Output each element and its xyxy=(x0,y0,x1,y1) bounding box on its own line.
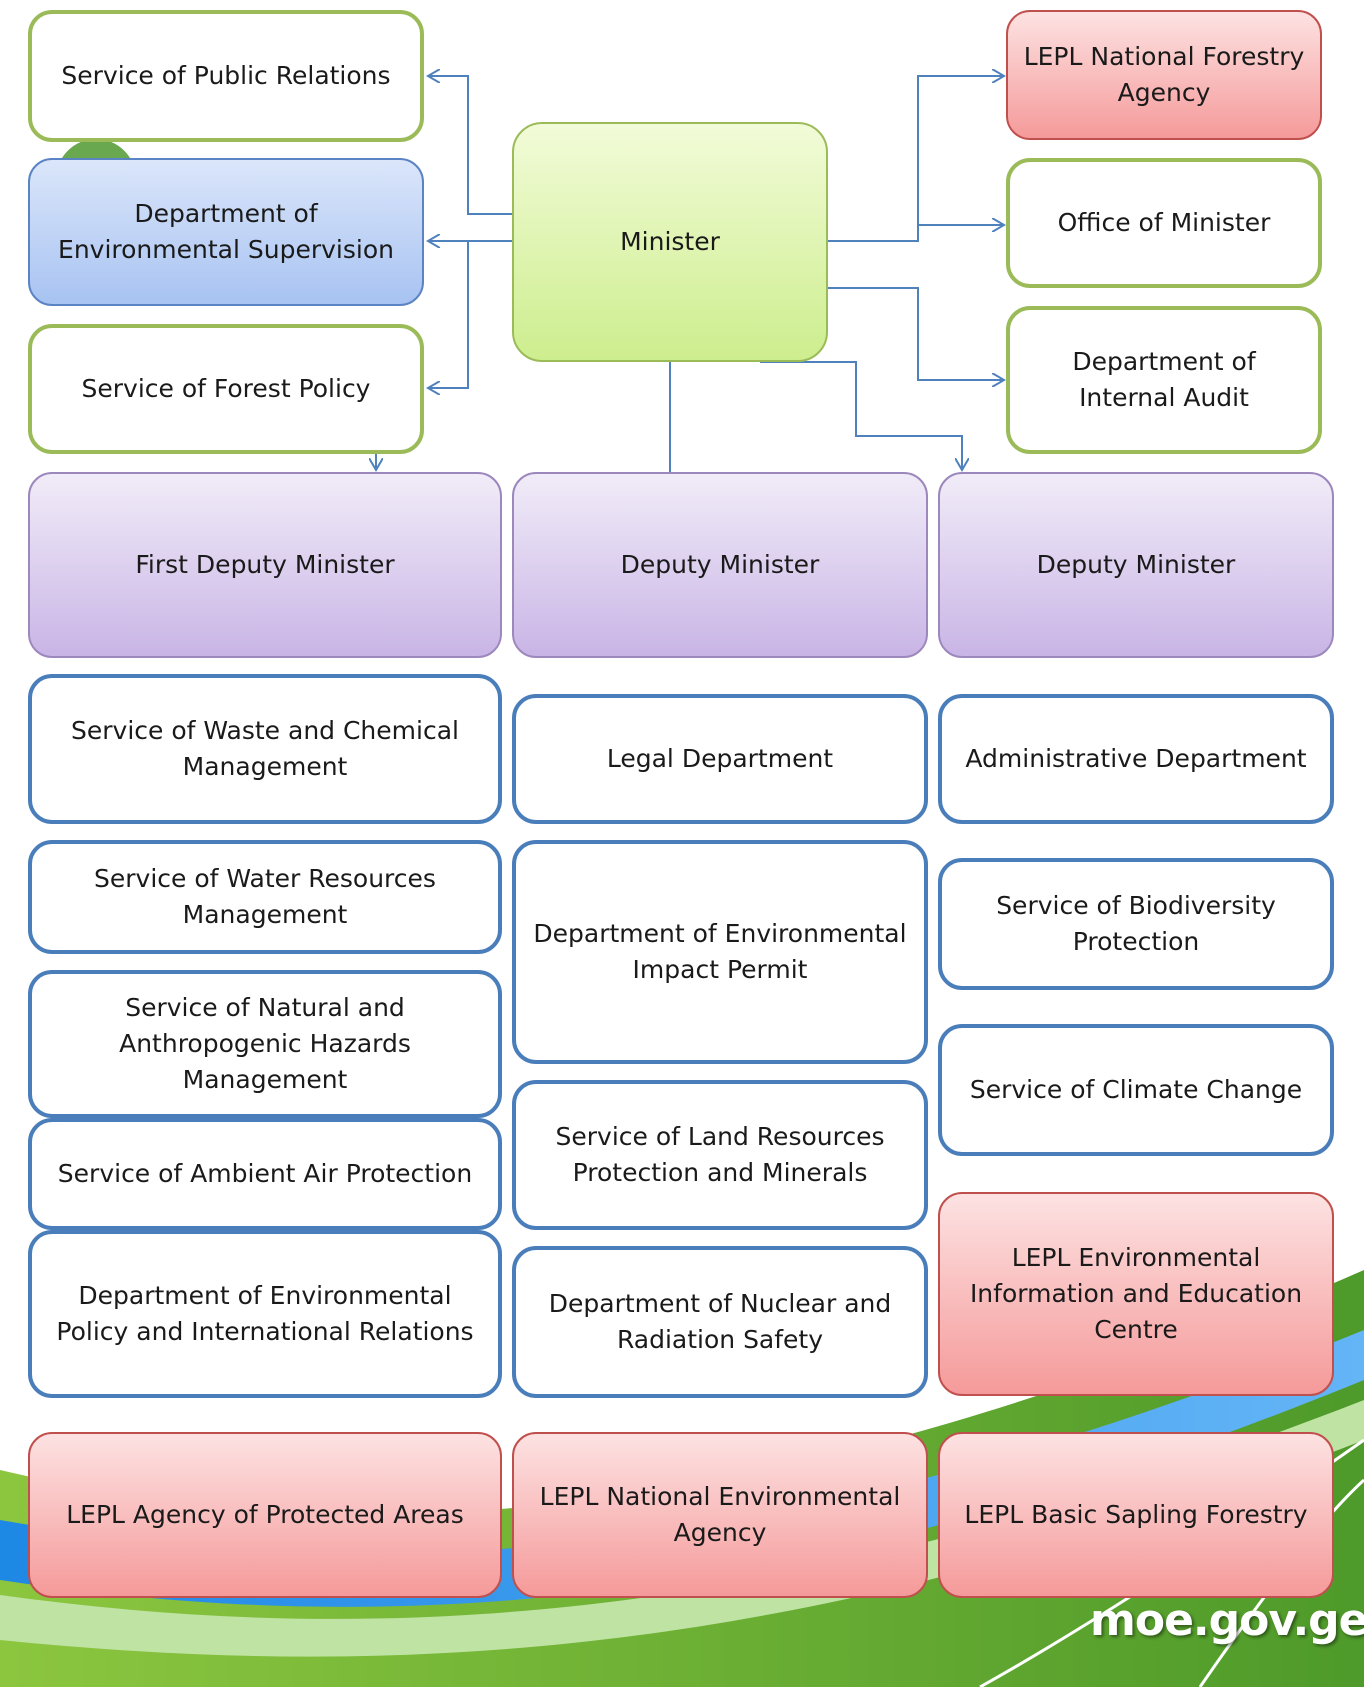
box-label: Administrative Department xyxy=(965,744,1307,773)
box-legal-department: Legal Department xyxy=(512,694,928,824)
box-label: Service of Waste and Chemical Management xyxy=(71,716,459,781)
box-environmental-impact-permit: Department of Environmental Impact Permi… xyxy=(512,840,928,1064)
box-deputy-minister-1: Deputy Minister xyxy=(512,472,928,658)
box-label: Legal Department xyxy=(606,744,834,773)
box-waste-chemical: Service of Waste and Chemical Management xyxy=(28,674,502,824)
box-water-resources: Service of Water Resources Management xyxy=(28,840,502,954)
box-office-of-minister: Office of Minister xyxy=(1006,158,1322,288)
box-label: Service of Biodiversity Protection xyxy=(996,891,1276,956)
box-climate-change: Service of Climate Change xyxy=(938,1024,1334,1156)
box-label: Service of Water Resources Management xyxy=(94,864,436,929)
box-public-relations: Service of Public Relations xyxy=(28,10,424,142)
box-label: Service of Natural and Anthropogenic Haz… xyxy=(119,993,411,1094)
box-label: LEPL Environmental Information and Educa… xyxy=(969,1243,1303,1344)
site-logo-text: moe.gov.ge xyxy=(1090,1595,1364,1646)
box-env-info-education: LEPL Environmental Information and Educa… xyxy=(938,1192,1334,1396)
box-minister: Minister xyxy=(512,122,828,362)
box-label: Office of Minister xyxy=(1057,208,1271,237)
box-first-deputy-minister: First Deputy Minister xyxy=(28,472,502,658)
box-label: Department of Environmental Impact Permi… xyxy=(533,919,907,984)
box-label: LEPL National Forestry Agency xyxy=(1023,42,1305,107)
box-label: Deputy Minister xyxy=(1036,550,1236,579)
box-label: LEPL Basic Sapling Forestry xyxy=(964,1500,1308,1529)
box-ambient-air: Service of Ambient Air Protection xyxy=(28,1118,502,1230)
box-label: Service of Forest Policy xyxy=(81,374,371,403)
box-label: Service of Ambient Air Protection xyxy=(57,1159,473,1188)
box-national-forestry-agency: LEPL National Forestry Agency xyxy=(1006,10,1322,140)
box-land-resources: Service of Land Resources Protection and… xyxy=(512,1080,928,1230)
box-environmental-supervision: Department of Environmental Supervision xyxy=(28,158,424,306)
box-env-policy-intl: Department of Environmental Policy and I… xyxy=(28,1230,502,1398)
box-deputy-minister-2: Deputy Minister xyxy=(938,472,1334,658)
box-internal-audit: Department of Internal Audit xyxy=(1006,306,1322,454)
box-label: Minister xyxy=(620,227,720,256)
box-sapling-forestry: LEPL Basic Sapling Forestry xyxy=(938,1432,1334,1598)
box-label: Department of Internal Audit xyxy=(1072,347,1256,412)
box-label: LEPL Agency of Protected Areas xyxy=(66,1500,464,1529)
box-label: Service of Public Relations xyxy=(61,61,391,90)
box-label: First Deputy Minister xyxy=(135,550,395,579)
box-label: Deputy Minister xyxy=(620,550,820,579)
box-label: Department of Nuclear and Radiation Safe… xyxy=(548,1289,892,1354)
box-label: LEPL National Environmental Agency xyxy=(539,1482,901,1547)
box-label: Service of Climate Change xyxy=(969,1075,1303,1104)
box-protected-areas: LEPL Agency of Protected Areas xyxy=(28,1432,502,1598)
box-forest-policy: Service of Forest Policy xyxy=(28,324,424,454)
box-national-env-agency: LEPL National Environmental Agency xyxy=(512,1432,928,1598)
box-label: Department of Environmental Policy and I… xyxy=(56,1281,474,1346)
box-biodiversity-protection: Service of Biodiversity Protection xyxy=(938,858,1334,990)
box-nuclear-radiation: Department of Nuclear and Radiation Safe… xyxy=(512,1246,928,1398)
box-label: Service of Land Resources Protection and… xyxy=(555,1122,885,1187)
box-label: Department of Environmental Supervision xyxy=(58,199,394,264)
box-administrative-department: Administrative Department xyxy=(938,694,1334,824)
box-hazards-management: Service of Natural and Anthropogenic Haz… xyxy=(28,970,502,1118)
